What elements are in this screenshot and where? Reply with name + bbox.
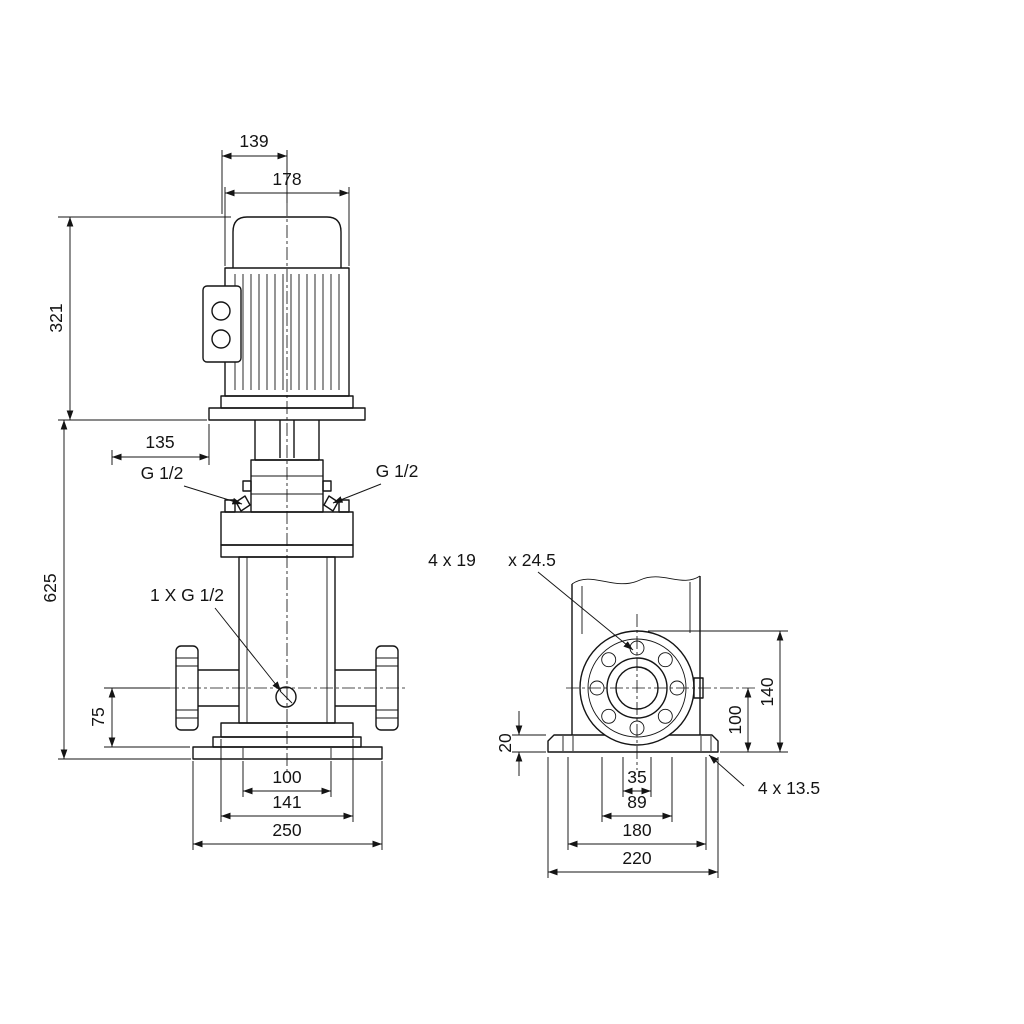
flange-holes-label: 4 x 19 [428, 550, 476, 570]
suction-discharge-flanges [175, 645, 399, 731]
vent-port-left-label: G 1/2 [141, 463, 184, 483]
dim-port-center-label: 100 [725, 705, 745, 734]
base-plate-side [547, 734, 719, 753]
front-dimensions: 139 178 321 625 135 G 1/2 G 1/2 [40, 131, 418, 850]
flange-counterbore-label: x 24.5 [508, 550, 556, 570]
dim-plate-thickness-label: 20 [495, 733, 515, 753]
bolt-hole [601, 652, 617, 668]
side-view: 4 x 19 x 24.5 20 100 140 35 89 [428, 550, 820, 878]
dim-motor-height-label: 321 [46, 303, 66, 332]
motor [202, 216, 366, 421]
dim-base-hole-span-label: 180 [622, 820, 651, 840]
dim-total-height-label: 625 [40, 573, 60, 602]
dim-bore-span-label: 35 [627, 767, 646, 787]
vent-port-right [323, 495, 339, 512]
dim-fan-width-label: 139 [239, 131, 268, 151]
dim-base-width-label: 250 [272, 820, 301, 840]
bolt-hole [657, 708, 673, 724]
dim-flange-height-label: 140 [757, 677, 777, 706]
drain-port-label: 1 X G 1/2 [150, 585, 224, 605]
dim-port-height-label: 75 [88, 707, 108, 726]
vent-port-right-label: G 1/2 [376, 461, 419, 481]
pump-body-side [571, 575, 701, 735]
cable-entry [211, 329, 231, 349]
front-view: 139 178 321 625 135 G 1/2 G 1/2 [40, 131, 418, 850]
dim-base-depth-label: 220 [622, 848, 651, 868]
drain-plug [275, 686, 297, 708]
chamber-stack [220, 556, 354, 738]
dim-flange-width-label: 141 [272, 792, 301, 812]
dim-bolt-span-label: 100 [272, 767, 301, 787]
vent-port-left [235, 495, 251, 512]
pump-base [192, 736, 383, 760]
bolt-hole [657, 652, 673, 668]
base-holes-label: 4 x 13.5 [758, 778, 820, 798]
dim-hole-span-label: 89 [627, 792, 646, 812]
dim-offset-label: 135 [145, 432, 174, 452]
dim-motor-width-label: 178 [272, 169, 301, 189]
terminal-box [202, 285, 242, 363]
cable-entry [211, 301, 231, 321]
bolt-hole [601, 708, 617, 724]
side-dimensions: 4 x 19 x 24.5 20 100 140 35 89 [428, 550, 820, 878]
